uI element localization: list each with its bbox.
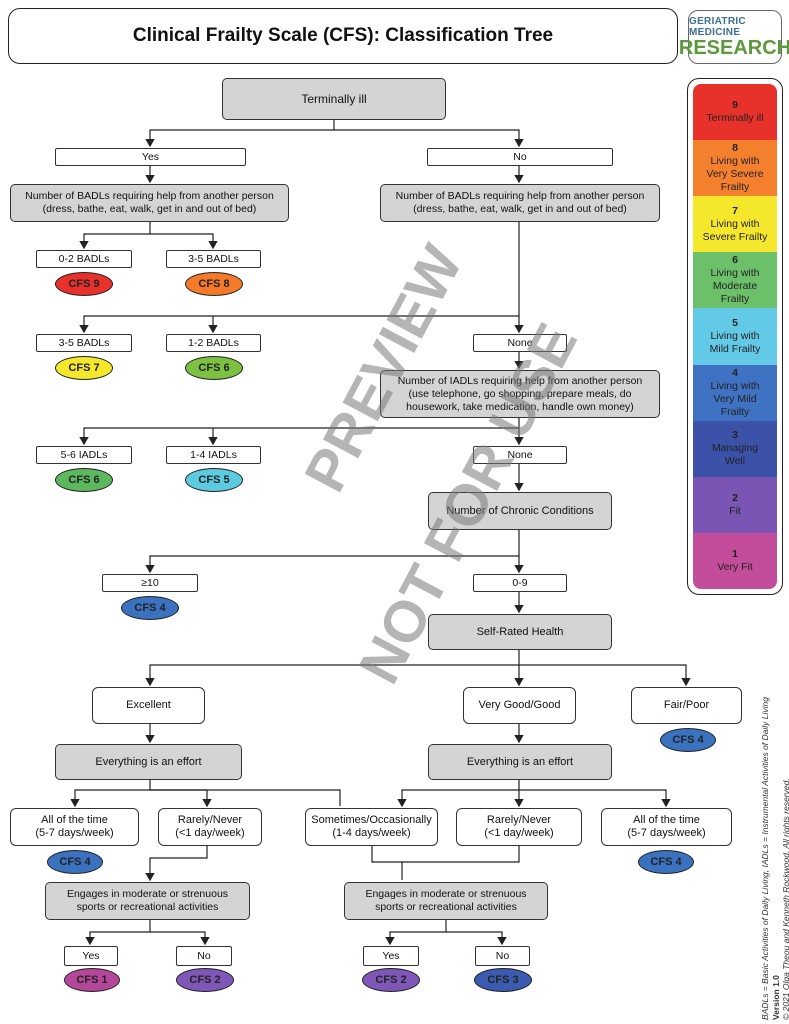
node-badl-0-2: 0-2 BADLs bbox=[36, 250, 132, 268]
node-badl-1-2: 1-2 BADLs bbox=[166, 334, 261, 352]
outcome-cfs-7: CFS 7 bbox=[55, 356, 113, 380]
scale-level-label: Living with Very Severe Frailty bbox=[706, 155, 764, 194]
node-yes: Yes bbox=[55, 148, 246, 166]
node-0-9: 0-9 bbox=[473, 574, 567, 592]
outcome-cfs-6-iadl: CFS 6 bbox=[55, 468, 113, 492]
logo-line-1: GERIATRIC MEDICINE bbox=[689, 16, 746, 38]
node-no: No bbox=[427, 148, 613, 166]
node-self-rated-health: Self-Rated Health bbox=[428, 614, 612, 650]
scale-level-number: 2 bbox=[732, 491, 738, 504]
logo-line-2: RESEARCH bbox=[678, 37, 789, 59]
outcome-cfs-4-ge10: CFS 4 bbox=[121, 596, 179, 620]
outcome-cfs-9: CFS 9 bbox=[55, 272, 113, 296]
node-fair-poor: Fair/Poor bbox=[631, 687, 742, 724]
footer-version: Version 1.0 bbox=[770, 975, 781, 1020]
node-badl-none: None bbox=[473, 334, 567, 352]
node-rarely-left: Rarely/Never (<1 day/week) bbox=[158, 808, 262, 846]
node-terminally-ill: Terminally ill bbox=[222, 78, 446, 120]
node-very-good: Very Good/Good bbox=[463, 687, 576, 724]
scale-level-number: 9 bbox=[732, 99, 738, 112]
node-iadl-none: None bbox=[473, 446, 567, 464]
gmr-logo: GERIATRIC MEDICINE RESEARCH bbox=[679, 10, 789, 64]
node-iadl-question: Number of IADLs requiring help from anot… bbox=[380, 370, 660, 418]
scale-level-number: 8 bbox=[732, 142, 738, 155]
outcome-cfs-3: CFS 3 bbox=[474, 968, 532, 992]
node-sometimes: Sometimes/Occasionally (1-4 days/week) bbox=[305, 808, 438, 846]
node-ge10: ≥10 bbox=[102, 574, 198, 592]
scale-level-label: Living with Very Mild Frailty bbox=[710, 379, 760, 418]
node-sports-left: Engages in moderate or strenuous sports … bbox=[45, 882, 250, 920]
node-badl-3-5-a: 3-5 BADLs bbox=[166, 250, 261, 268]
node-iadl-5-6: 5-6 IADLs bbox=[36, 446, 132, 464]
outcome-cfs-5: CFS 5 bbox=[185, 468, 243, 492]
node-no-right: No bbox=[475, 946, 530, 966]
scale-level-number: 1 bbox=[732, 547, 738, 560]
node-badl-right: Number of BADLs requiring help from anot… bbox=[380, 184, 660, 222]
node-yes-left: Yes bbox=[64, 946, 118, 966]
outcome-cfs-2-right: CFS 2 bbox=[362, 968, 420, 992]
node-iadl-1-4: 1-4 IADLs bbox=[166, 446, 261, 464]
node-badl-3-5-b: 3-5 BADLs bbox=[36, 334, 132, 352]
footer-abbrev: BADLs = Basic Activities of Daily Living… bbox=[760, 697, 770, 1020]
node-effort-right: Everything is an effort bbox=[428, 744, 612, 780]
outcome-cfs-6: CFS 6 bbox=[185, 356, 243, 380]
node-excellent: Excellent bbox=[92, 687, 205, 724]
scale-level-number: 5 bbox=[732, 316, 738, 329]
node-sports-right: Engages in moderate or strenuous sports … bbox=[344, 882, 548, 920]
node-all-time-left: All of the time (5-7 days/week) bbox=[10, 808, 139, 846]
node-yes-right: Yes bbox=[363, 946, 419, 966]
footer-copyright: © 2021 Olga Theou and Kenneth Rockwood. … bbox=[781, 778, 789, 1020]
node-no-left: No bbox=[176, 946, 232, 966]
outcome-cfs-4-right: CFS 4 bbox=[638, 850, 694, 874]
scale-level-label: Terminally ill bbox=[706, 112, 764, 125]
outcome-cfs-2-left: CFS 2 bbox=[176, 968, 234, 992]
scale-level-number: 4 bbox=[732, 366, 738, 379]
node-effort-left: Everything is an effort bbox=[55, 744, 242, 780]
scale-level-number: 6 bbox=[732, 254, 738, 267]
node-all-time-right: All of the time (5-7 days/week) bbox=[601, 808, 732, 846]
page-title: Clinical Frailty Scale (CFS): Classifica… bbox=[8, 8, 678, 64]
node-badl-left: Number of BADLs requiring help from anot… bbox=[10, 184, 289, 222]
scale-level-label: Very Fit bbox=[717, 560, 753, 573]
outcome-cfs-4-left: CFS 4 bbox=[47, 850, 103, 874]
footer-note: BADLs = Basic Activities of Daily Living… bbox=[760, 697, 789, 1020]
scale-level-label: Fit bbox=[729, 504, 741, 517]
scale-level-label: Managing Well bbox=[711, 442, 759, 468]
outcome-cfs-4-fair: CFS 4 bbox=[660, 728, 716, 752]
outcome-cfs-8: CFS 8 bbox=[185, 272, 243, 296]
scale-level-number: 3 bbox=[732, 429, 738, 442]
scale-level-label: Living with Moderate Frailty bbox=[710, 267, 760, 306]
node-chronic-conditions: Number of Chronic Conditions bbox=[428, 492, 612, 530]
scale-level-label: Living with Mild Frailty bbox=[709, 329, 761, 355]
node-rarely-right: Rarely/Never (<1 day/week) bbox=[456, 808, 582, 846]
scale-level-number: 7 bbox=[732, 204, 738, 217]
scale-level-label: Living with Severe Frailty bbox=[702, 217, 768, 243]
outcome-cfs-1: CFS 1 bbox=[64, 968, 120, 992]
